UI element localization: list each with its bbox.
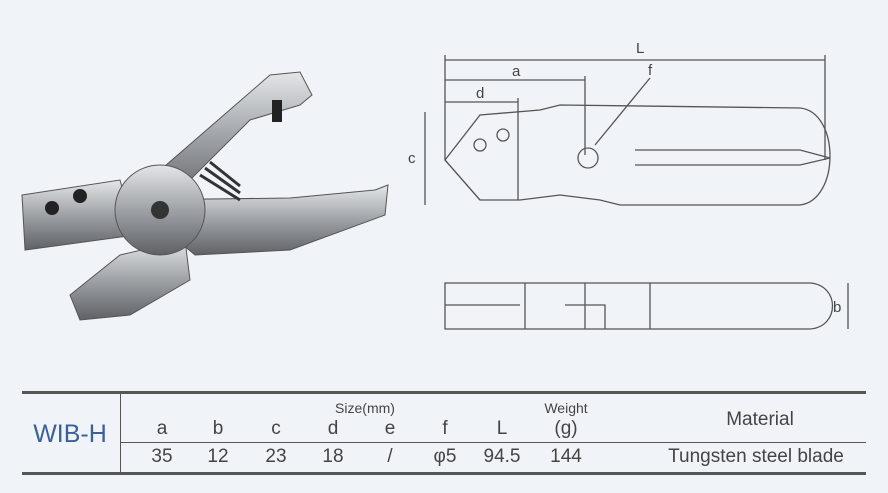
model-name: WIB-H <box>33 420 107 448</box>
dim-d: d <box>476 85 484 102</box>
val-material: Tungsten steel blade <box>668 446 844 467</box>
product-illustration: L a d f c b <box>21 40 849 330</box>
val-f: φ5 <box>433 446 457 467</box>
val-d: 18 <box>322 446 344 467</box>
table-divider <box>120 394 121 472</box>
size-label: Size(mm) <box>335 400 395 416</box>
val-a: 35 <box>151 446 173 467</box>
weight-label: Weight <box>544 400 588 416</box>
val-L: 94.5 <box>483 446 521 467</box>
dim-f: f <box>648 62 653 79</box>
dim-c: c <box>408 150 416 167</box>
col-d: d <box>327 418 339 439</box>
col-e: e <box>384 418 396 439</box>
col-b: b <box>212 418 224 439</box>
col-f: f <box>442 418 448 439</box>
table-bottom-rule <box>22 472 866 475</box>
material-label: Material <box>726 409 794 430</box>
air-nipper-blade-photo <box>21 71 389 321</box>
weight-unit: (g) <box>554 418 578 439</box>
val-weight: 144 <box>550 446 582 467</box>
val-c: 23 <box>265 446 287 467</box>
table-top-rule <box>22 391 866 394</box>
val-b: 12 <box>207 446 229 467</box>
top-view-drawing <box>444 282 849 330</box>
col-L: L <box>496 418 508 439</box>
val-e: / <box>387 446 393 467</box>
dim-a: a <box>512 63 521 80</box>
col-c: c <box>271 418 281 439</box>
dim-L: L <box>636 40 644 57</box>
dim-b: b <box>833 299 841 316</box>
side-view-drawing <box>424 55 831 206</box>
table-mid-rule <box>121 442 866 443</box>
col-a: a <box>156 418 168 439</box>
